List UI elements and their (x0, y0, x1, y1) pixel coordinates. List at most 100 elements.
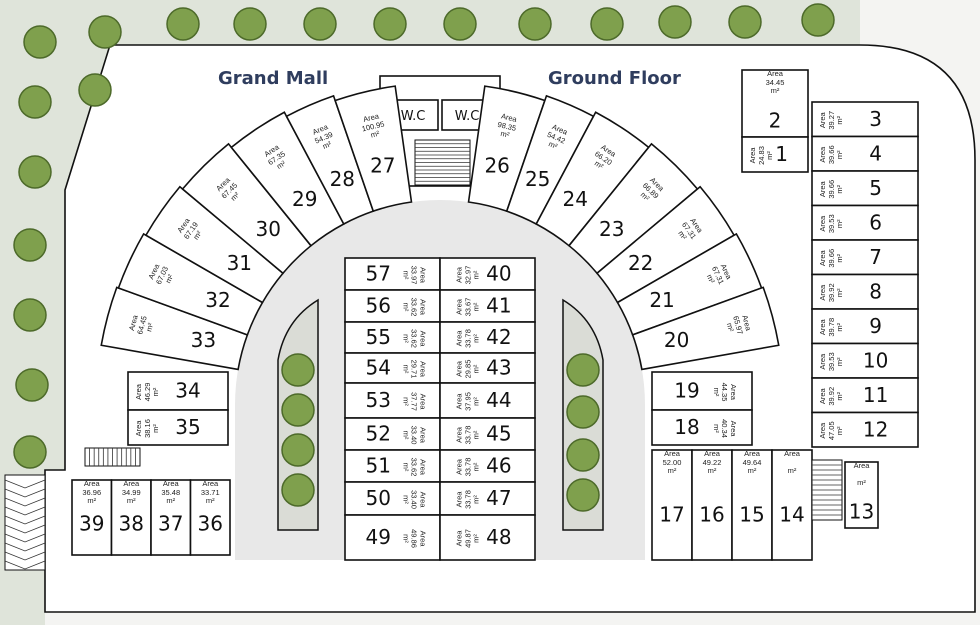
area-value: 33.62 (409, 329, 418, 348)
area-unit: m² (835, 150, 844, 159)
unit-number: 9 (869, 314, 882, 338)
unit-number: 19 (674, 379, 699, 403)
area-caption: Area (748, 147, 757, 164)
unit-number: 44 (486, 388, 511, 412)
area-unit: m² (401, 463, 410, 472)
area-unit: m² (321, 139, 333, 151)
area-unit: m² (835, 322, 844, 331)
area-value: 49.86 (409, 529, 418, 548)
area-unit: m² (401, 303, 410, 312)
tree-icon (373, 7, 407, 41)
area-value: 33.71 (201, 488, 220, 497)
area-unit: m² (401, 271, 410, 280)
tree-icon (658, 5, 692, 39)
unit-number: 17 (659, 503, 684, 527)
area-caption: Area (704, 449, 721, 458)
unit-number: 45 (486, 422, 511, 446)
area-unit: m² (765, 151, 774, 160)
area-value: 33.97 (409, 266, 418, 285)
unit-outline (189, 479, 231, 556)
area-value: 39.66 (827, 145, 836, 164)
area-value: 39.53 (827, 352, 836, 371)
unit-number: 25 (525, 167, 550, 191)
area-caption: Area (664, 449, 681, 458)
area-unit: m² (87, 496, 96, 505)
tree-icon (13, 298, 47, 332)
area-caption: Area (818, 250, 827, 267)
area-unit: m² (206, 496, 215, 505)
unit-outline (811, 239, 919, 276)
unit-number: 28 (330, 167, 355, 191)
area-caption: Area (455, 298, 464, 315)
